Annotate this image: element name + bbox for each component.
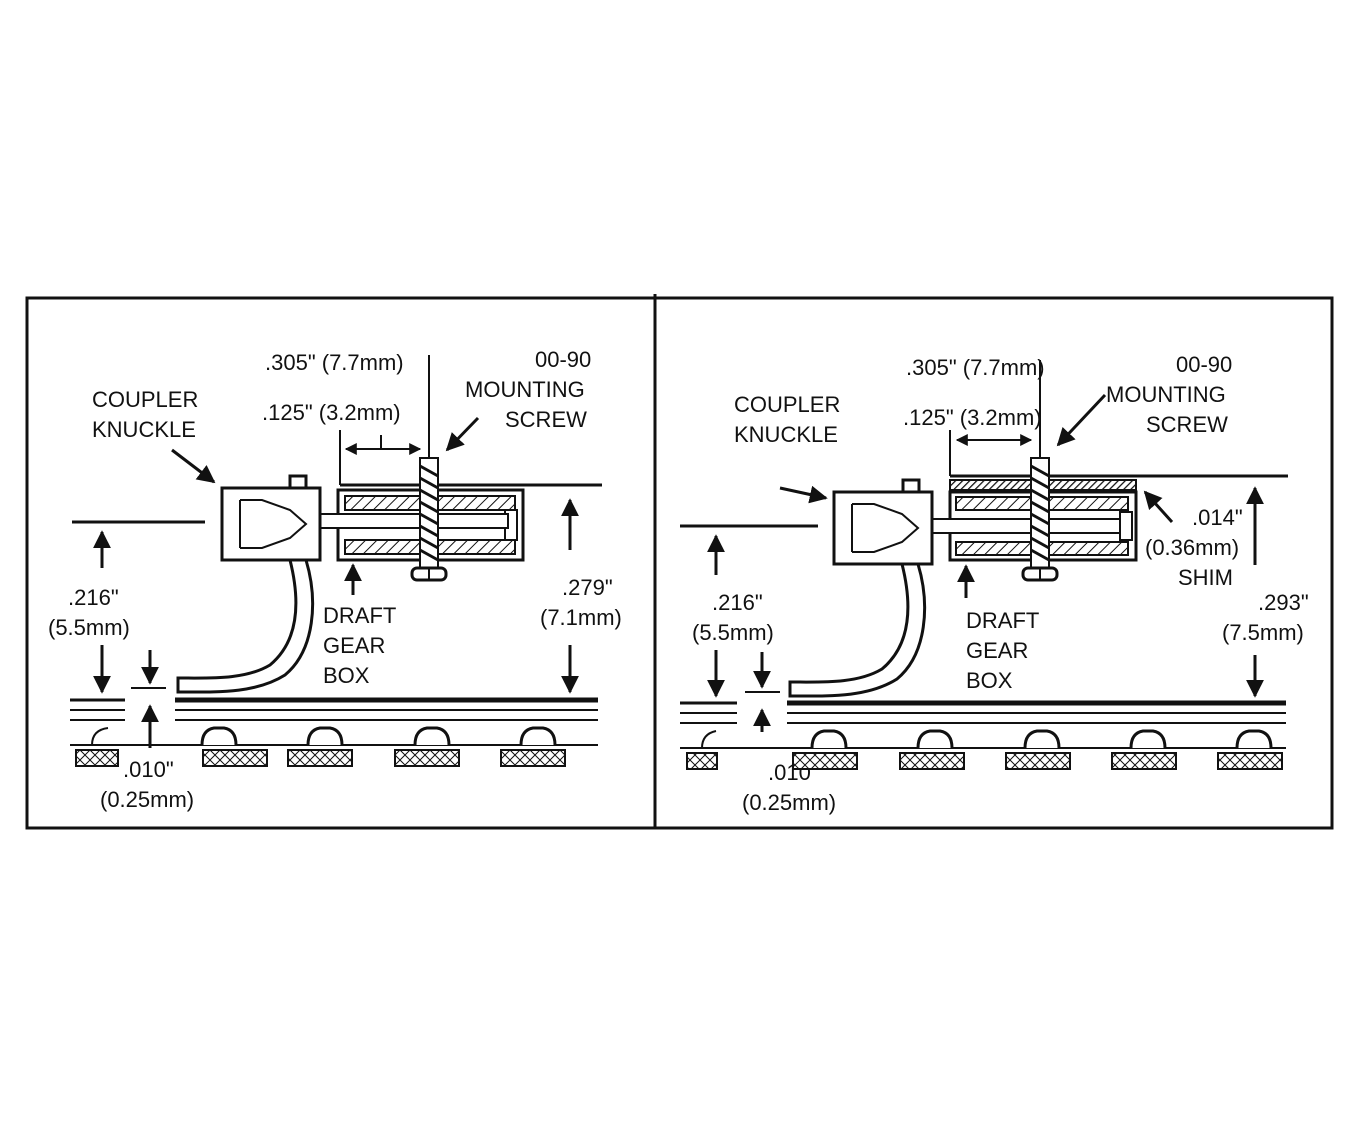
screw-label-1: 00-90 xyxy=(1176,352,1232,377)
dim-216-mm-label: (5.5mm) xyxy=(48,615,130,640)
coupler-shank xyxy=(317,513,509,529)
dim-010-label: .010" xyxy=(123,757,174,782)
screw-pointer xyxy=(445,416,480,452)
track-left xyxy=(70,697,598,767)
shim-label: SHIM xyxy=(1178,565,1233,590)
dim-height-label: .293" xyxy=(1258,590,1309,615)
coupler-knuckle xyxy=(220,486,322,562)
dim-125-label: .125" (3.2mm) xyxy=(903,405,1042,430)
screw-label-2: MOUNTING xyxy=(1106,382,1226,407)
draft-gear-label-3: BOX xyxy=(966,668,1013,693)
dim-216-label: .216" xyxy=(68,585,119,610)
shim-thickness-label: .014" xyxy=(1192,505,1243,530)
draft-gear-label-1: DRAFT xyxy=(966,608,1039,633)
outer-frame xyxy=(25,296,1334,830)
coupler-knuckle-label-2: KNUCKLE xyxy=(92,417,196,442)
trip-pin xyxy=(176,558,315,694)
trip-pin xyxy=(788,562,927,698)
dim-125-label: .125" (3.2mm) xyxy=(262,400,401,425)
coupler-shank xyxy=(929,518,1121,534)
screw-label-2: MOUNTING xyxy=(465,377,585,402)
draft-gear-label-2: GEAR xyxy=(323,633,385,658)
screw-label-1: 00-90 xyxy=(535,347,591,372)
shim-pointer xyxy=(1143,490,1174,524)
panel-right: COUPLER KNUCKLE .305" (7.7mm) .125" (3.2… xyxy=(680,352,1309,815)
track-right xyxy=(680,700,1286,770)
dim-216-mm-label: (5.5mm) xyxy=(692,620,774,645)
shim-thickness-mm-label: (0.36mm) xyxy=(1145,535,1239,560)
dim-010-mm-label: (0.25mm) xyxy=(742,790,836,815)
dim-010-mm-label: (0.25mm) xyxy=(100,787,194,812)
panel-left: COUPLER KNUCKLE .305" (7.7mm) .125" (3.2… xyxy=(48,347,622,812)
coupler-knuckle-label-2: KNUCKLE xyxy=(734,422,838,447)
dim-305-label: .305" (7.7mm) xyxy=(906,355,1045,380)
dim-height-label: .279" xyxy=(562,575,613,600)
draft-gear-label-3: BOX xyxy=(323,663,370,688)
screw-label-3: SCREW xyxy=(505,407,587,432)
coupler-knuckle-label-1: COUPLER xyxy=(92,387,198,412)
dim-216-label: .216" xyxy=(712,590,763,615)
draft-gear-label-1: DRAFT xyxy=(323,603,396,628)
knuckle-pointer xyxy=(171,448,216,484)
knuckle-pointer xyxy=(779,485,828,504)
screw-label-3: SCREW xyxy=(1146,412,1228,437)
dim-305-label: .305" (7.7mm) xyxy=(265,350,404,375)
coupler-knuckle-label-1: COUPLER xyxy=(734,392,840,417)
screw-pointer xyxy=(1056,393,1107,447)
draft-gear-label-2: GEAR xyxy=(966,638,1028,663)
coupler-knuckle xyxy=(832,490,934,566)
dim-height-mm-label: (7.1mm) xyxy=(540,605,622,630)
dim-height-mm-label: (7.5mm) xyxy=(1222,620,1304,645)
